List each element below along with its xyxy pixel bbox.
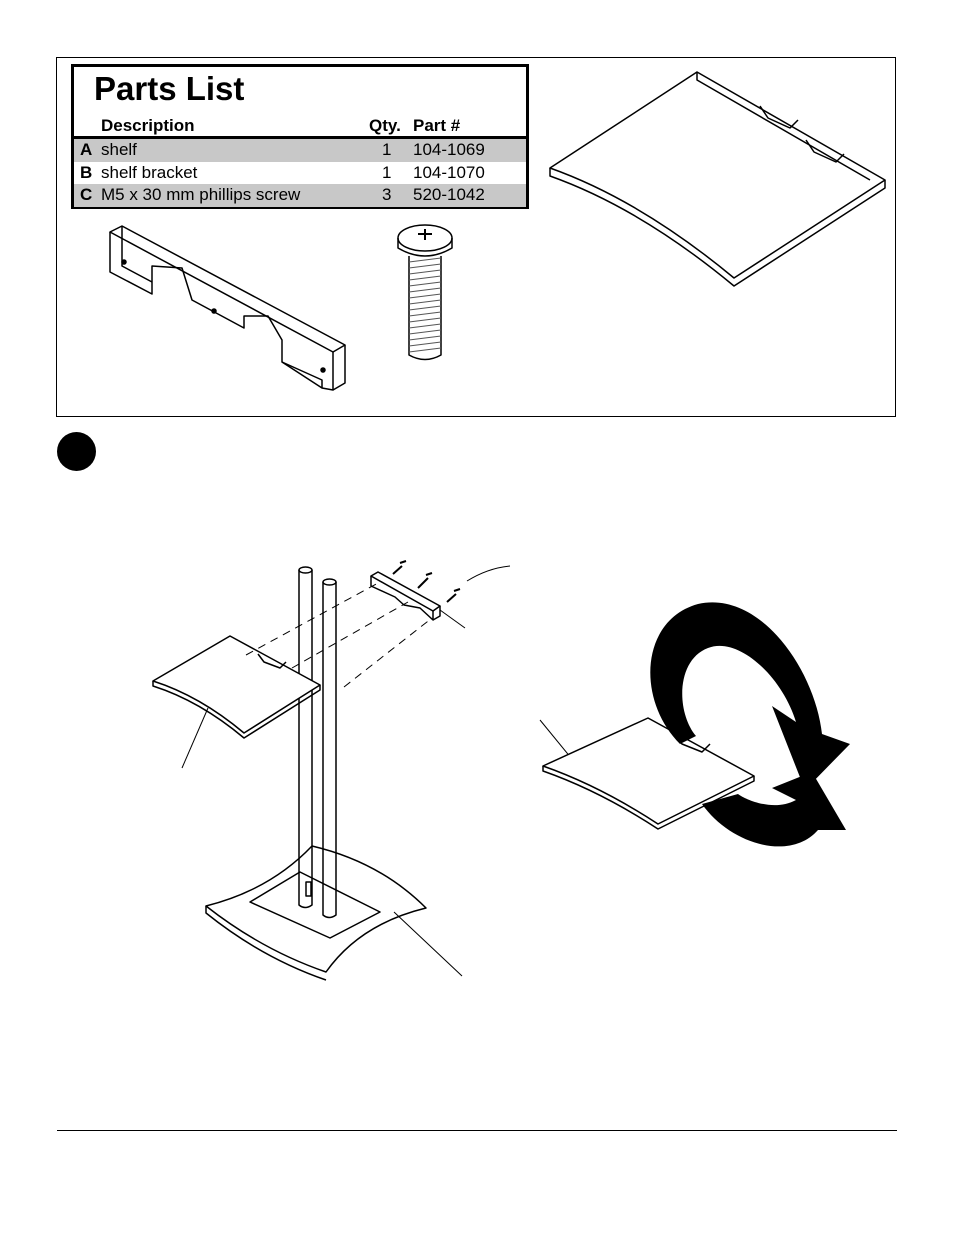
row-qty: 1	[382, 162, 392, 182]
stand-poles-illustration	[298, 566, 337, 919]
row-part-number: 520-1042	[413, 185, 485, 204]
table-row: A shelf 1 104-1069	[74, 139, 526, 162]
row-qty: 3	[382, 185, 392, 204]
screw-threads	[408, 257, 442, 353]
step-number-badge	[57, 432, 96, 471]
row-qty: 1	[382, 140, 392, 159]
row-letter: C	[80, 185, 93, 204]
flipped-shelf-illustration	[542, 717, 755, 830]
assembly-shelf-illustration	[152, 635, 321, 739]
table-row: B shelf bracket 1 104-1070	[74, 162, 526, 185]
assembly-screws	[392, 560, 461, 603]
parts-frame	[56, 57, 896, 417]
header-part-number: Part #	[413, 116, 461, 135]
row-letter: A	[80, 140, 93, 159]
row-part-number: 104-1069	[413, 140, 485, 159]
row-description: shelf	[101, 140, 137, 159]
rotation-arrow-icon	[650, 602, 850, 847]
screw-illustration	[397, 224, 453, 361]
parts-list-table: Parts List Description Qty. Part # A she…	[71, 64, 529, 209]
header-description: Description	[101, 116, 195, 135]
row-description: shelf bracket	[101, 162, 198, 182]
parts-list-title: Parts List	[94, 70, 245, 107]
header-qty: Qty.	[369, 116, 401, 135]
alignment-lines	[245, 582, 433, 688]
stand-base-illustration	[205, 845, 427, 981]
shelf-illustration	[549, 71, 886, 287]
table-row: C M5 x 30 mm phillips screw 3 520-1042	[74, 184, 526, 207]
parts-rows: A shelf 1 104-1069 B shelf bracket 1 104…	[74, 136, 526, 207]
shelf-bracket-illustration	[109, 225, 346, 391]
row-description: M5 x 30 mm phillips screw	[101, 185, 301, 204]
assembly-bracket-illustration	[370, 571, 441, 621]
row-part-number: 104-1070	[413, 162, 485, 182]
row-letter: B	[80, 162, 93, 182]
footer-divider	[57, 1130, 897, 1131]
